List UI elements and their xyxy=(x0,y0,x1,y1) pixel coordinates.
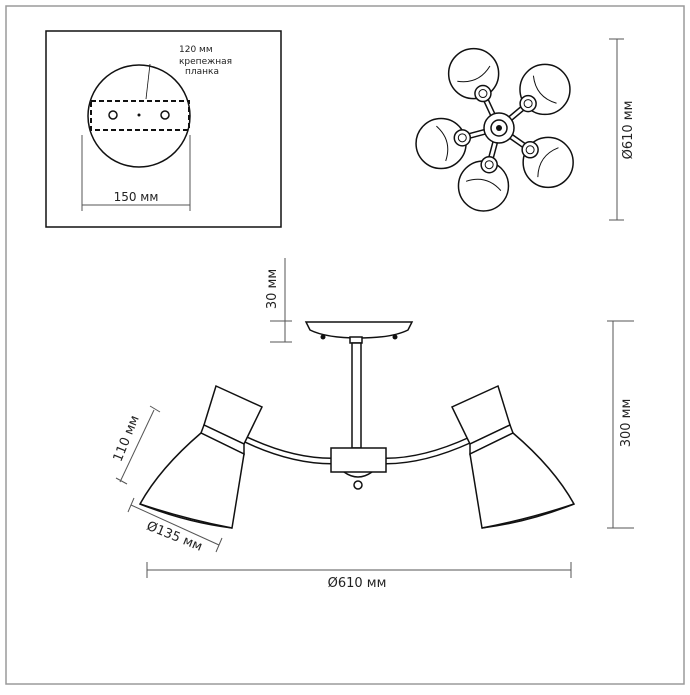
bracket-name-label-line1: крепежная xyxy=(179,57,232,67)
shade-height-dim-line xyxy=(119,409,155,483)
top-shade-highlight xyxy=(436,125,449,162)
side-view: 30 мм 3 xyxy=(111,258,634,591)
center-block xyxy=(330,447,387,473)
bracket-length-label: 120 мм xyxy=(179,45,213,55)
right-arm xyxy=(384,438,472,463)
right-shade-rim xyxy=(481,503,575,529)
top-hub-center xyxy=(496,125,502,131)
bracket-leader xyxy=(145,63,151,100)
top-shade-highlight xyxy=(457,65,491,83)
mounting-bracket xyxy=(90,100,190,131)
right-shade-glass xyxy=(469,432,576,529)
top-diameter-label: Ø610 мм xyxy=(621,101,636,160)
canopy-collar xyxy=(349,336,363,344)
screw-icon xyxy=(108,110,118,120)
shade-diameter-dim-tick-right xyxy=(215,537,223,553)
lamp-shade-icon xyxy=(138,384,264,529)
center-block-bottom xyxy=(343,471,373,478)
screw-icon xyxy=(392,334,398,340)
shade-height-dim-tick-top xyxy=(149,405,161,413)
center-mark xyxy=(137,113,141,117)
lamp-shade-icon xyxy=(450,384,576,529)
shade-diameter-dim-tick-left xyxy=(127,497,135,513)
left-arm xyxy=(245,438,334,463)
top-socket-inner xyxy=(484,160,494,170)
top-shade-highlight xyxy=(537,147,559,178)
bracket-name-label-line2: планка xyxy=(185,67,219,77)
shade-diameter-dim-line xyxy=(130,504,220,546)
screw-icon xyxy=(320,334,326,340)
page-frame xyxy=(5,5,685,685)
inset-frame xyxy=(45,30,282,228)
mount-inset: 120 мм крепежная планка 150 мм xyxy=(45,30,282,228)
top-shade-highlight xyxy=(465,178,502,191)
top-socket-inner xyxy=(525,145,535,155)
total-height-label: 300 мм xyxy=(619,399,634,448)
top-shade-highlight xyxy=(532,75,557,104)
top-socket-inner xyxy=(478,89,488,99)
stem xyxy=(351,342,362,449)
overall-width-label: Ø610 мм xyxy=(328,576,387,591)
shade-height-label: 110 мм xyxy=(111,413,143,464)
left-shade-glass xyxy=(138,432,245,529)
top-socket-inner xyxy=(457,133,467,143)
screw-icon xyxy=(160,110,170,120)
left-shade-rim xyxy=(139,503,233,529)
canopy-diameter-label: 150 мм xyxy=(114,190,159,204)
right-arm-outline xyxy=(382,436,474,465)
canopy-height-label: 30 мм xyxy=(265,269,280,309)
shade-height-dim-tick-bottom xyxy=(115,477,128,485)
top-view: Ø610 мм xyxy=(415,38,636,221)
top-socket-inner xyxy=(523,99,533,109)
left-arm-outline xyxy=(243,436,336,465)
finial xyxy=(353,480,363,490)
